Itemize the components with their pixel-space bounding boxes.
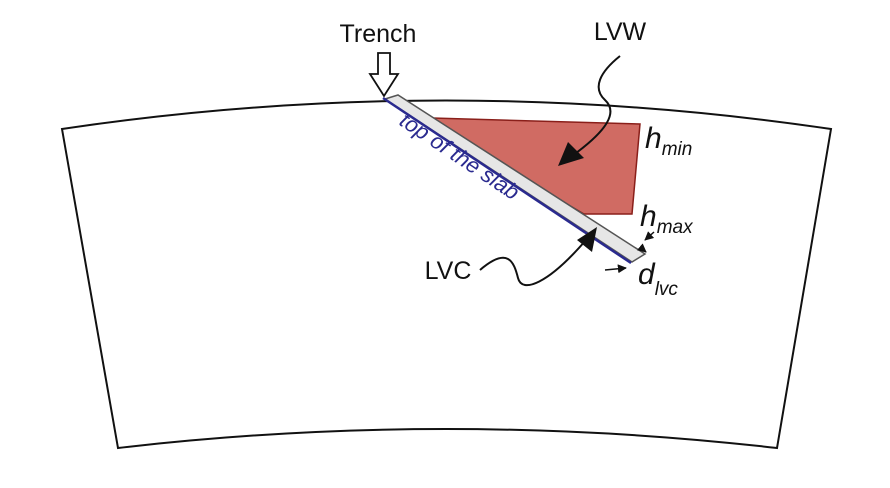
hmax-tick-arrow	[644, 231, 655, 241]
hmax-sub: max	[657, 217, 694, 238]
dlvc-label: dlvc	[638, 258, 678, 300]
hmin-sub: min	[662, 139, 693, 160]
trench-label: Trench	[340, 20, 417, 48]
lvw-arrowhead-icon	[558, 142, 584, 166]
hmin-base: h	[645, 122, 662, 155]
dlvc-sub: lvc	[655, 279, 679, 300]
dlvc-tick-arrow-lower	[604, 264, 627, 274]
dlvc-tick-arrow-upper	[636, 243, 647, 253]
earth-cross-section	[60, 99, 833, 450]
dlvc-base: d	[638, 258, 656, 291]
lvc-arrowhead-icon	[577, 227, 597, 252]
hmin-label: hmin	[645, 122, 692, 160]
lvw-label: LVW	[594, 18, 647, 46]
trench-arrow-icon	[368, 52, 400, 98]
hmax-label: hmax	[640, 200, 694, 238]
hmax-base: h	[640, 200, 657, 233]
lvc-label: LVC	[425, 257, 472, 285]
lvw-squiggle-arrow	[571, 55, 621, 157]
lvc-squiggle-arrow	[479, 239, 587, 287]
